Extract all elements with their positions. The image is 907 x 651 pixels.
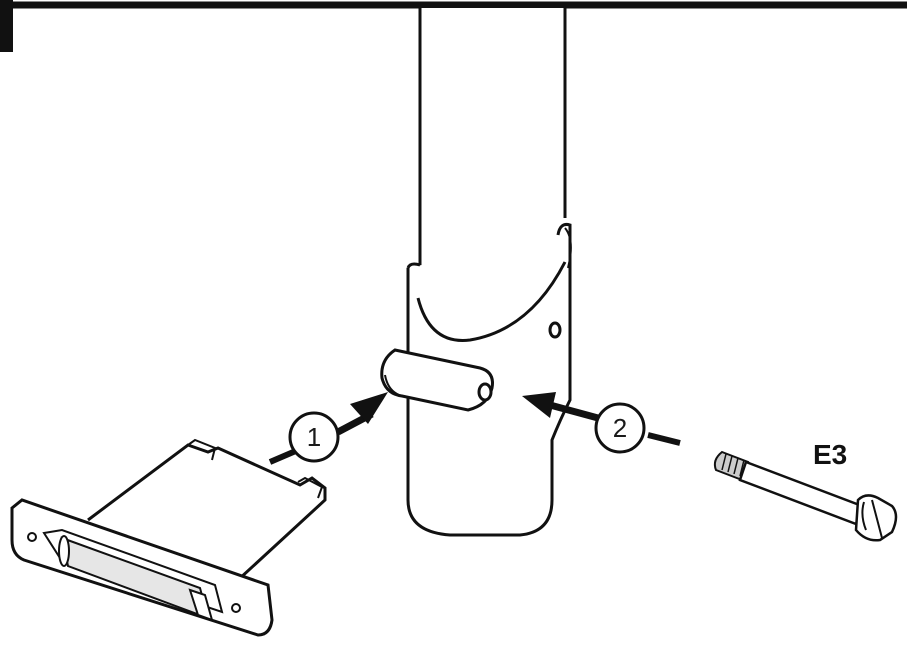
sleeve-hole: [548, 321, 562, 339]
step-1-callout: 1: [288, 411, 340, 463]
step-1-number: 1: [307, 422, 321, 452]
part-label-e3: E3: [813, 439, 847, 470]
upright-tube: [380, 8, 572, 537]
arrow-2: [522, 392, 681, 446]
step-2-number: 2: [613, 413, 627, 443]
arrow-1: [268, 392, 388, 465]
bolt-e3: [713, 450, 898, 542]
bracket-plate: [10, 438, 327, 637]
step-2-callout: 2: [594, 402, 646, 454]
corner-tab: [0, 0, 13, 52]
plate-hole-right: [231, 603, 241, 613]
channel-hole: [477, 382, 493, 402]
plate-hole-left: [27, 532, 37, 542]
